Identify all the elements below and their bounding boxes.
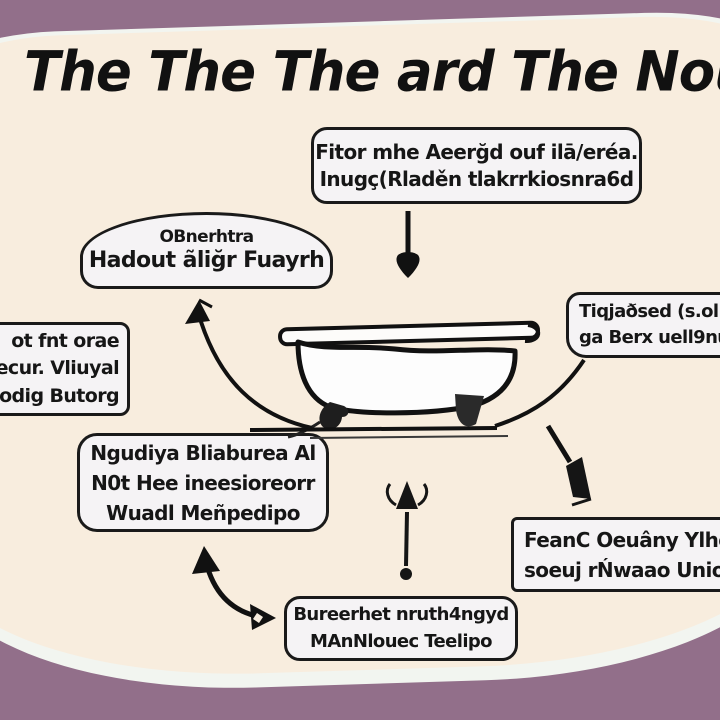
callout-upper-left-line-1: OBnerhtra xyxy=(159,227,254,248)
callout-far-left-line-2: urecur. Vliuyal xyxy=(0,357,120,380)
callout-bottom-right-line-2: soeuj rŃwaao Unioe xyxy=(524,557,720,582)
callout-lower-left-line-1: Ngudiya Bliaburea Al xyxy=(90,440,316,465)
callout-lower-left-line-3: Wuadl Meñpedipo xyxy=(106,500,300,525)
callout-bottom-right-line-1: FeanC Oeuâny Ylhoie xyxy=(524,527,720,552)
callout-lower-left-line-2: N0t Hee ineesioreorr xyxy=(91,470,315,495)
callout-bottom-center-line-2: MAnNlouec Teelipo xyxy=(310,630,493,652)
callout-right-line-1: Tiqjaðsed (s.ol xyxy=(579,300,719,322)
callout-top-line-1: Fitor mhe Aeerğd ouf ilā/eréa. xyxy=(315,139,638,164)
callout-upper-left: OBnerhtra Hadout ãliğr Fuayrh xyxy=(80,212,333,289)
callout-top: Fitor mhe Aeerğd ouf ilā/eréa. Inugç(Rla… xyxy=(311,127,642,204)
callout-top-line-2: Inugç(Rladěn tlakrrkiosnra6d xyxy=(319,166,634,191)
callout-right: Tiqjaðsed (s.ol ga Berx uell9nu xyxy=(566,292,720,358)
callout-lower-left: Ngudiya Bliaburea Al N0t Hee ineesioreor… xyxy=(77,433,329,532)
callout-bottom-center: Bureerhet nruth4ngyd MAnNlouec Teelipo xyxy=(284,596,518,661)
diagram-title: The The The ard The Nouer xyxy=(24,40,720,105)
callout-right-line-2: ga Berx uell9nu xyxy=(579,327,720,348)
callout-far-left: ot fnt orae urecur. Vliuyal seodig Butor… xyxy=(0,322,130,416)
callout-upper-left-line-2: Hadout ãliğr Fuayrh xyxy=(88,247,325,273)
callout-far-left-line-3: seodig Butorg xyxy=(0,384,120,407)
callout-far-left-line-1: ot fnt orae xyxy=(11,329,119,352)
callout-bottom-center-line-1: Bureerhet nruth4ngyd xyxy=(293,604,509,626)
callout-bottom-right: FeanC Oeuâny Ylhoie soeuj rŃwaao Unioe xyxy=(511,517,720,592)
